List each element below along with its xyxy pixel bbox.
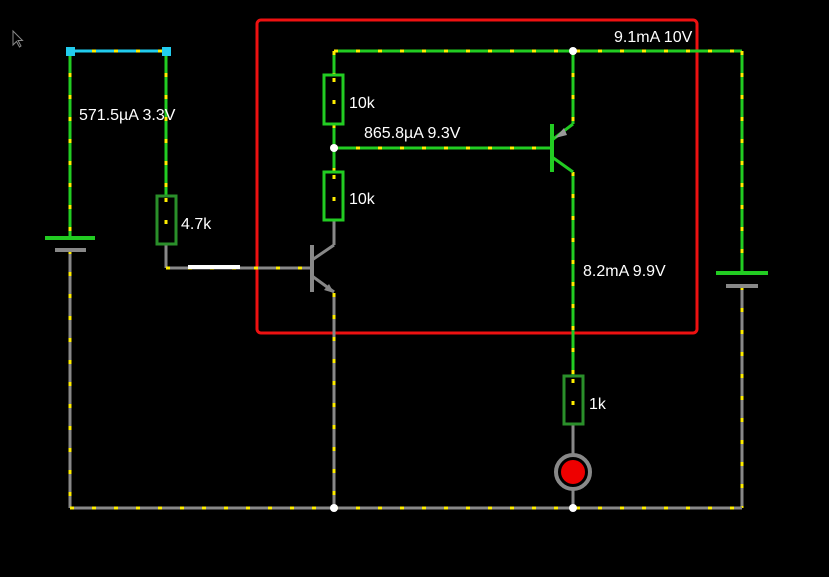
collector-label: 8.2mA 9.9V bbox=[583, 263, 666, 280]
pnp-transistor[interactable] bbox=[550, 122, 574, 174]
left-loop-label: 571.5µA 3.3V bbox=[79, 107, 176, 124]
switch-contact-right[interactable] bbox=[162, 47, 171, 56]
resistor-mid[interactable] bbox=[322, 170, 345, 222]
resistor-mid-value: 10k bbox=[349, 191, 376, 208]
junction-ground-right[interactable] bbox=[569, 504, 577, 512]
main-wires[interactable] bbox=[70, 49, 744, 510]
junction-top[interactable] bbox=[569, 47, 577, 55]
resistor-led-value: 1k bbox=[589, 396, 607, 413]
junction-mid[interactable] bbox=[330, 144, 338, 152]
switch-contact-bar[interactable] bbox=[188, 265, 240, 269]
mid-branch-label: 865.8µA 9.3V bbox=[364, 125, 461, 142]
resistor-top-value: 10k bbox=[349, 95, 376, 112]
top-right-label: 9.1mA 10V bbox=[614, 29, 693, 46]
switch-contact-left[interactable] bbox=[66, 47, 75, 56]
npn-transistor[interactable] bbox=[310, 243, 335, 294]
battery-left[interactable] bbox=[45, 236, 95, 252]
resistor-led[interactable] bbox=[562, 374, 585, 426]
resistor-top[interactable] bbox=[322, 73, 345, 126]
junction-ground-left[interactable] bbox=[330, 504, 338, 512]
selection-box[interactable] bbox=[255, 18, 699, 335]
mouse-pointer-icon bbox=[12, 29, 24, 48]
battery-right[interactable] bbox=[716, 271, 768, 288]
resistor-base-value: 4.7k bbox=[181, 216, 212, 233]
led[interactable] bbox=[554, 453, 592, 491]
resistor-base[interactable] bbox=[155, 194, 178, 246]
